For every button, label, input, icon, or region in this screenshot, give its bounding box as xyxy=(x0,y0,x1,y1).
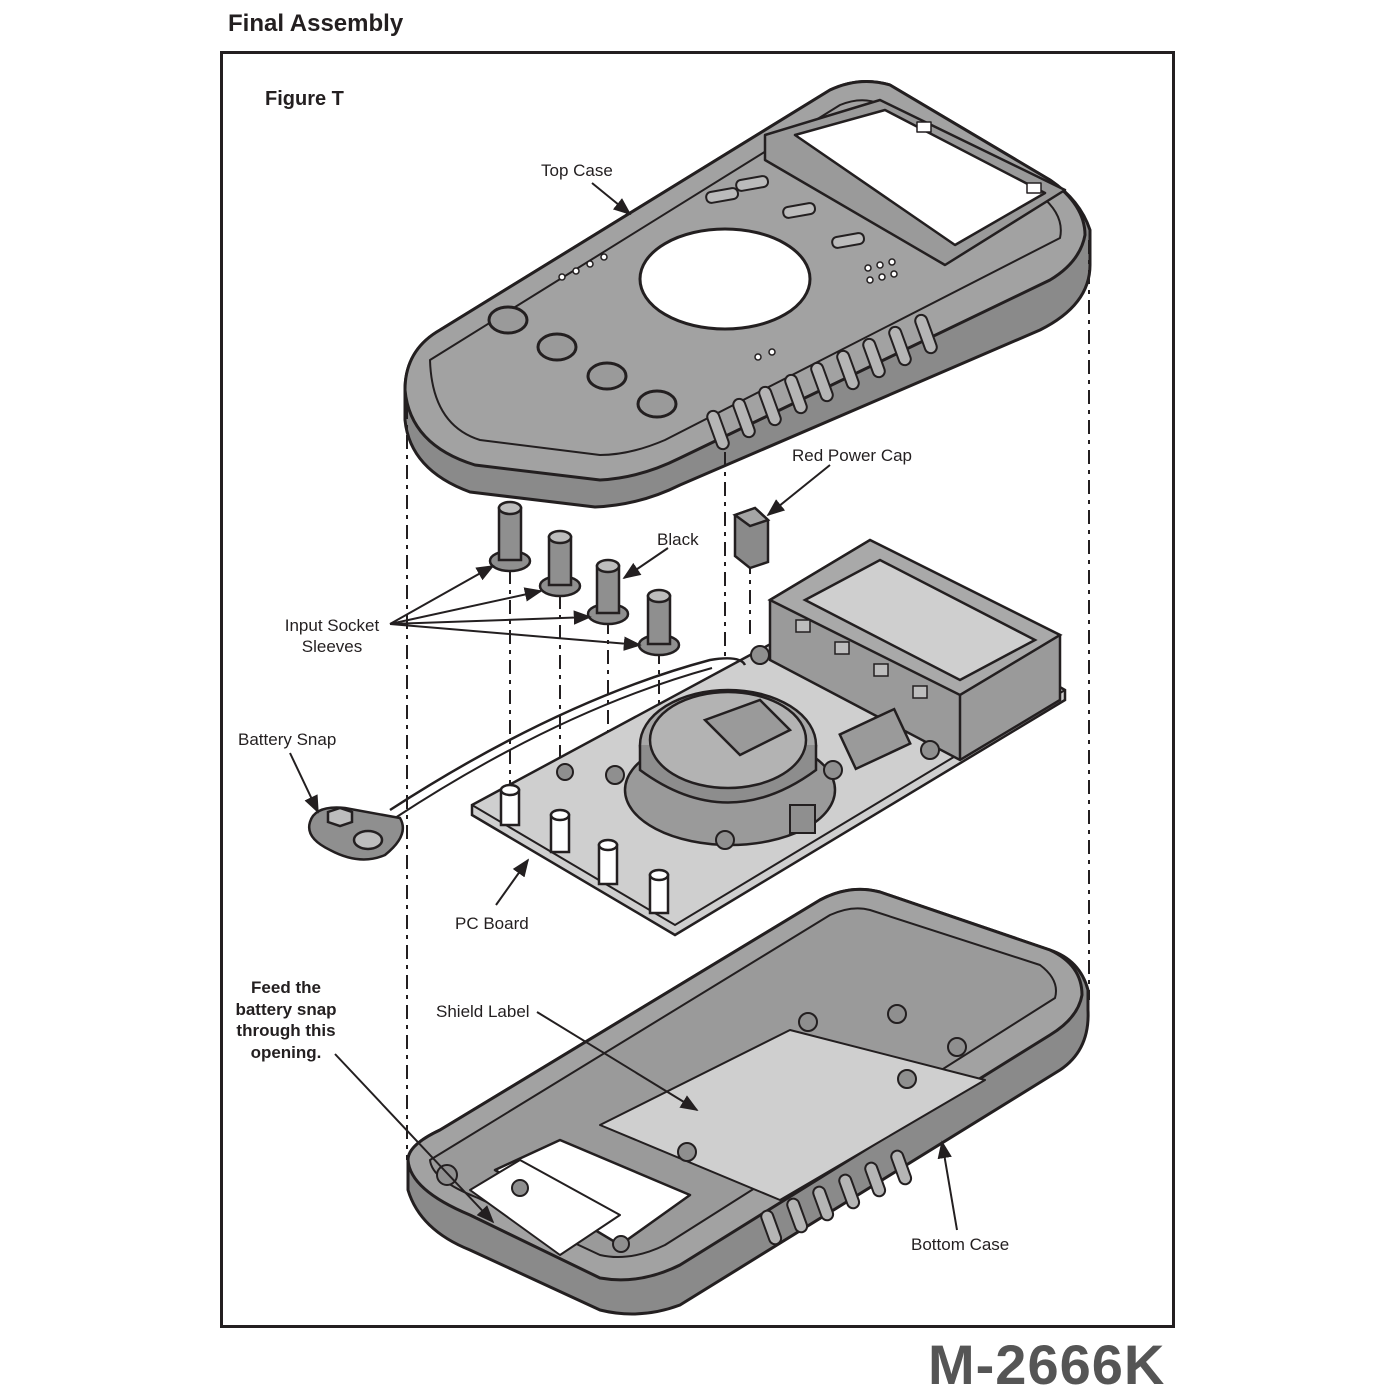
label-input-socket-line2: Sleeves xyxy=(302,637,362,656)
top-case xyxy=(403,79,1092,509)
battery-snap xyxy=(307,806,405,861)
label-shield-label: Shield Label xyxy=(436,1002,530,1021)
model-number: M-2666K xyxy=(928,1333,1166,1396)
label-input-socket-line1: Input Socket xyxy=(285,616,380,635)
figure-frame xyxy=(220,51,1175,1328)
page-title: Final Assembly xyxy=(228,10,404,37)
leader-lines xyxy=(289,182,958,1231)
label-red-power-cap: Red Power Cap xyxy=(792,446,912,465)
input-socket-sleeves xyxy=(488,500,681,657)
label-top-case: Top Case xyxy=(541,161,613,180)
note-feed-line4: opening. xyxy=(251,1043,322,1062)
label-black: Black xyxy=(657,530,699,549)
red-power-cap xyxy=(732,506,771,570)
figure-label: Figure T xyxy=(265,88,344,110)
label-battery-snap: Battery Snap xyxy=(238,730,336,749)
note-feed-line1: Feed the xyxy=(251,978,321,997)
label-bottom-case: Bottom Case xyxy=(911,1235,1009,1254)
label-pc-board: PC Board xyxy=(455,914,529,933)
pc-board xyxy=(389,538,1067,937)
note-feed-line3: through this xyxy=(236,1021,335,1040)
bottom-case xyxy=(406,887,1090,1316)
note-feed-line2: battery snap xyxy=(235,1000,336,1019)
